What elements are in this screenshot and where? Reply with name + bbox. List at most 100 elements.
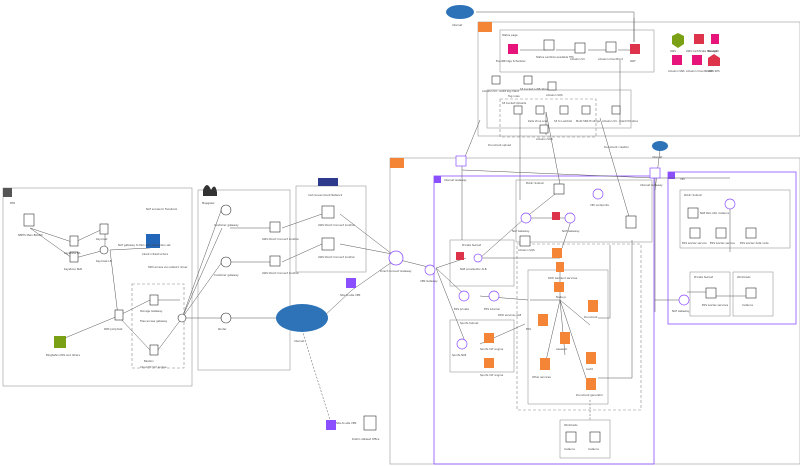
instance-bottom-b-icon	[589, 431, 601, 443]
label-sns: Amazon SNS	[668, 69, 685, 73]
customer-gateway-icon-2	[220, 256, 232, 268]
on-premises-boundary	[2, 187, 193, 387]
label-nat-access: NAT access to Facebook	[146, 207, 178, 211]
dx-gateway-icon	[388, 250, 404, 266]
status-aws-region	[477, 21, 800, 137]
label-customer-gw2: Customer gateway	[214, 273, 239, 277]
label-customer-gw1: Customer gateway	[214, 223, 239, 227]
ses-icon	[708, 54, 720, 66]
sns-icon	[672, 55, 682, 65]
label-cloudwatch: Amazon CloudWatch	[686, 69, 713, 73]
label-public-subnet: Public Subnet	[526, 181, 544, 185]
eks-right-c-icon	[745, 227, 757, 239]
s3-icon	[574, 42, 586, 54]
label-nlb-right: NLB Palo Alto instance	[700, 211, 729, 215]
nat-gateway-a-icon	[520, 212, 532, 224]
label-client-infra: Client infrastructure	[142, 252, 168, 256]
s3-pii-icon	[611, 105, 621, 115]
label-dx-4: AWS Direct Connect location	[318, 255, 355, 259]
label-tag-rules: Tag rules	[508, 94, 520, 98]
internet-gateway-right-icon	[649, 167, 661, 179]
s3-audit-icon	[491, 75, 501, 85]
storage-gateway-icon	[149, 294, 159, 306]
label-s3-lambda: S3 to Lambda	[554, 119, 572, 123]
label-document-creation: Document creation	[604, 145, 629, 149]
label-private-subnet-right: Private Subnet	[694, 275, 713, 279]
private-subnet-group	[449, 239, 515, 287]
label-eks-internal: EKS internal	[484, 307, 500, 311]
document-processing-group	[486, 89, 632, 129]
label-internet-right: Internet	[652, 155, 662, 159]
label-status-lambda: Status Lambda available TPS	[536, 55, 574, 59]
label-dublin-office: Dublin dataset Office	[352, 437, 380, 441]
label-ses: AWS SES	[708, 69, 720, 73]
bastion-icon	[149, 344, 159, 356]
sports-engine-a-icon	[484, 333, 494, 343]
on-prem-gateway-group	[131, 283, 185, 369]
site-vpn-bottom-icon	[326, 420, 336, 430]
label-document-upload: Document upload	[488, 143, 511, 147]
label-instance-bottom-b: Instance	[588, 447, 599, 451]
aws-region-logo	[478, 22, 492, 32]
virus-scan-icon	[535, 105, 545, 115]
nlb-right-icon	[687, 207, 699, 219]
router-hub-icon	[177, 313, 187, 323]
sports-engine-b-icon	[484, 358, 494, 368]
nodejs-icon	[554, 282, 564, 292]
client-infra-icon	[146, 234, 160, 248]
other-services-icon	[540, 358, 550, 370]
public-subnet-group	[515, 179, 653, 243]
vpc-icon	[434, 176, 441, 183]
label-sns-fanout: Multi SNS Findings	[576, 119, 601, 123]
direct-connect-icon-4	[321, 237, 335, 251]
label-keycloak-lb: Keycloak LB	[96, 259, 112, 263]
label-storage-gateway: Storage Gateway	[140, 309, 163, 313]
eks-services-group	[527, 269, 609, 405]
upload-scan-group	[499, 98, 597, 138]
label-document-generator: Document generator	[576, 393, 604, 397]
label-sports-engine-b: Sports VLT engine	[480, 373, 504, 377]
nmhs-server-icon	[23, 213, 35, 227]
label-internet-gateway: Internet Gateway	[444, 178, 467, 182]
label-router: Router	[218, 327, 228, 331]
label-virus-scan: Kells Virus scan	[528, 119, 548, 123]
sqs-ssd-icon	[519, 235, 531, 247]
label-sports-subnet: Sports Subnet	[460, 321, 478, 325]
document-svc-icon	[588, 300, 598, 312]
eventbridge-icon	[508, 44, 518, 54]
status-page-title: Status page	[502, 33, 518, 37]
rack-icon	[3, 188, 12, 197]
certificate-manager-icon	[694, 34, 704, 44]
vpc-primary	[433, 175, 655, 465]
label-internet-gateway-right: Internet Gateway	[640, 183, 663, 187]
instance-bottom-a-icon	[565, 431, 577, 443]
keystone-ha-icon	[69, 235, 79, 247]
label-keystone-ha: Keystone HA	[64, 251, 81, 255]
label-dx-1: AWS Direct Connect location	[262, 237, 299, 241]
label-site-vpn-mid: Site-to-site VPN	[340, 293, 360, 297]
private-waf-icon	[456, 252, 464, 260]
label-private-subnet: Private Subnet	[462, 243, 481, 247]
label-eventbridge: EventBridge Scheduler	[496, 59, 527, 63]
private-lb-icon	[473, 253, 483, 263]
label-aws-iam: AWS	[670, 49, 676, 53]
s3-upload-icon	[513, 105, 523, 115]
label-route53: Route53	[708, 49, 719, 53]
instance-right-a-icon	[745, 287, 757, 299]
irish-gov-network-icon	[318, 178, 338, 186]
connections	[29, 11, 752, 421]
rack-label: RTR	[10, 201, 15, 205]
keystone-nlb-icon	[69, 251, 79, 263]
vpc-secondary	[667, 171, 797, 325]
label-sqs-mid: Amazon SQS	[536, 137, 553, 141]
label-nat-gateway-note: NAT gateway to Palo Alto web option set	[118, 243, 171, 247]
label-blogsafe: BlogSafe's PAS and others	[46, 353, 81, 357]
label-eks-right-c: EKS worker data node	[740, 241, 769, 245]
nat-gateway-right-icon	[678, 294, 690, 306]
label-dx-2: AWS Direct Connect location	[262, 271, 299, 275]
label-vpc-right: VPC	[680, 177, 685, 181]
eks-right-d-icon	[705, 287, 717, 299]
eks-right-b-icon	[715, 227, 727, 239]
label-private-lb: NLB accelerator ALB	[460, 267, 487, 271]
